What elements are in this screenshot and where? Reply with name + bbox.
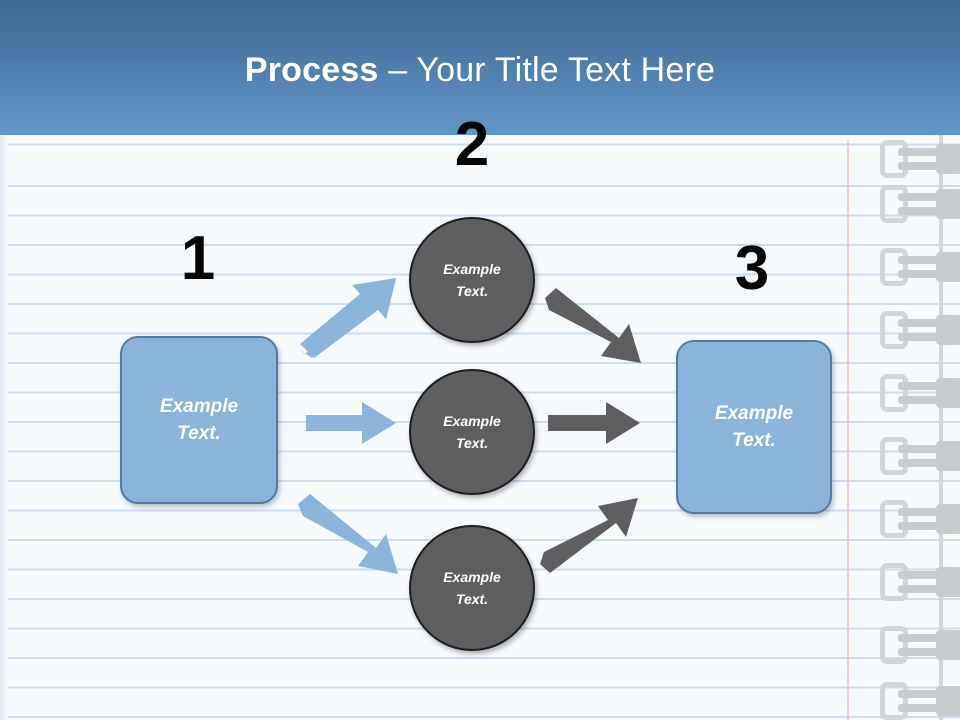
step-number-1: 1: [180, 224, 216, 293]
spiral-ring-icon: [880, 311, 960, 349]
spiral-ring-icon: [880, 682, 960, 720]
spiral-ring-icon: [880, 248, 960, 286]
process-box-right-line2: Text.: [732, 430, 776, 451]
spiral-ring-icon: [880, 437, 960, 475]
spiral-binding-rail: [939, 135, 943, 720]
process-circle-top[interactable]: Example Text.: [409, 217, 535, 343]
arrow-right-icon: [548, 400, 643, 446]
process-circle-top-line1: Example: [443, 261, 501, 277]
spiral-ring-icon: [880, 500, 960, 538]
process-circle-middle[interactable]: Example Text.: [409, 369, 535, 495]
page-title-rest: – Your Title Text Here: [378, 51, 716, 89]
spiral-ring-icon: [880, 140, 960, 178]
step-number-3: 3: [734, 234, 770, 303]
paper-margin-line: [847, 140, 849, 720]
arrow-down-right-icon: [298, 494, 403, 574]
arrow-down-right-icon: [545, 288, 645, 363]
process-circle-bottom-line2: Text.: [455, 591, 489, 607]
step-number-2: 2: [454, 110, 490, 179]
process-box-left-line2: Text.: [177, 423, 221, 444]
spiral-ring-icon: [880, 563, 960, 601]
spiral-ring-icon: [880, 374, 960, 412]
spiral-ring-icon: [880, 626, 960, 664]
arrow-up-right-icon: [300, 278, 400, 358]
process-box-right-line1: Example: [714, 403, 794, 424]
page-title: Process – Your Title Text Here: [0, 50, 960, 90]
process-box-left-line1: Example: [159, 396, 239, 417]
process-circle-middle-line2: Text.: [455, 435, 489, 451]
slide-header-band: [0, 0, 960, 135]
arrow-right-icon: [306, 400, 396, 446]
process-box-left[interactable]: Example Text.: [120, 336, 278, 504]
arrow-up-right-icon: [540, 498, 645, 573]
spiral-ring-icon: [880, 185, 960, 223]
paper-left-edge: [0, 135, 8, 720]
process-circle-middle-line1: Example: [443, 413, 501, 429]
process-circle-top-line2: Text.: [455, 283, 489, 299]
process-box-right[interactable]: Example Text.: [676, 340, 832, 514]
process-circle-bottom[interactable]: Example Text.: [409, 525, 535, 651]
process-circle-bottom-line1: Example: [443, 569, 501, 585]
page-title-strong: Process: [244, 51, 379, 89]
